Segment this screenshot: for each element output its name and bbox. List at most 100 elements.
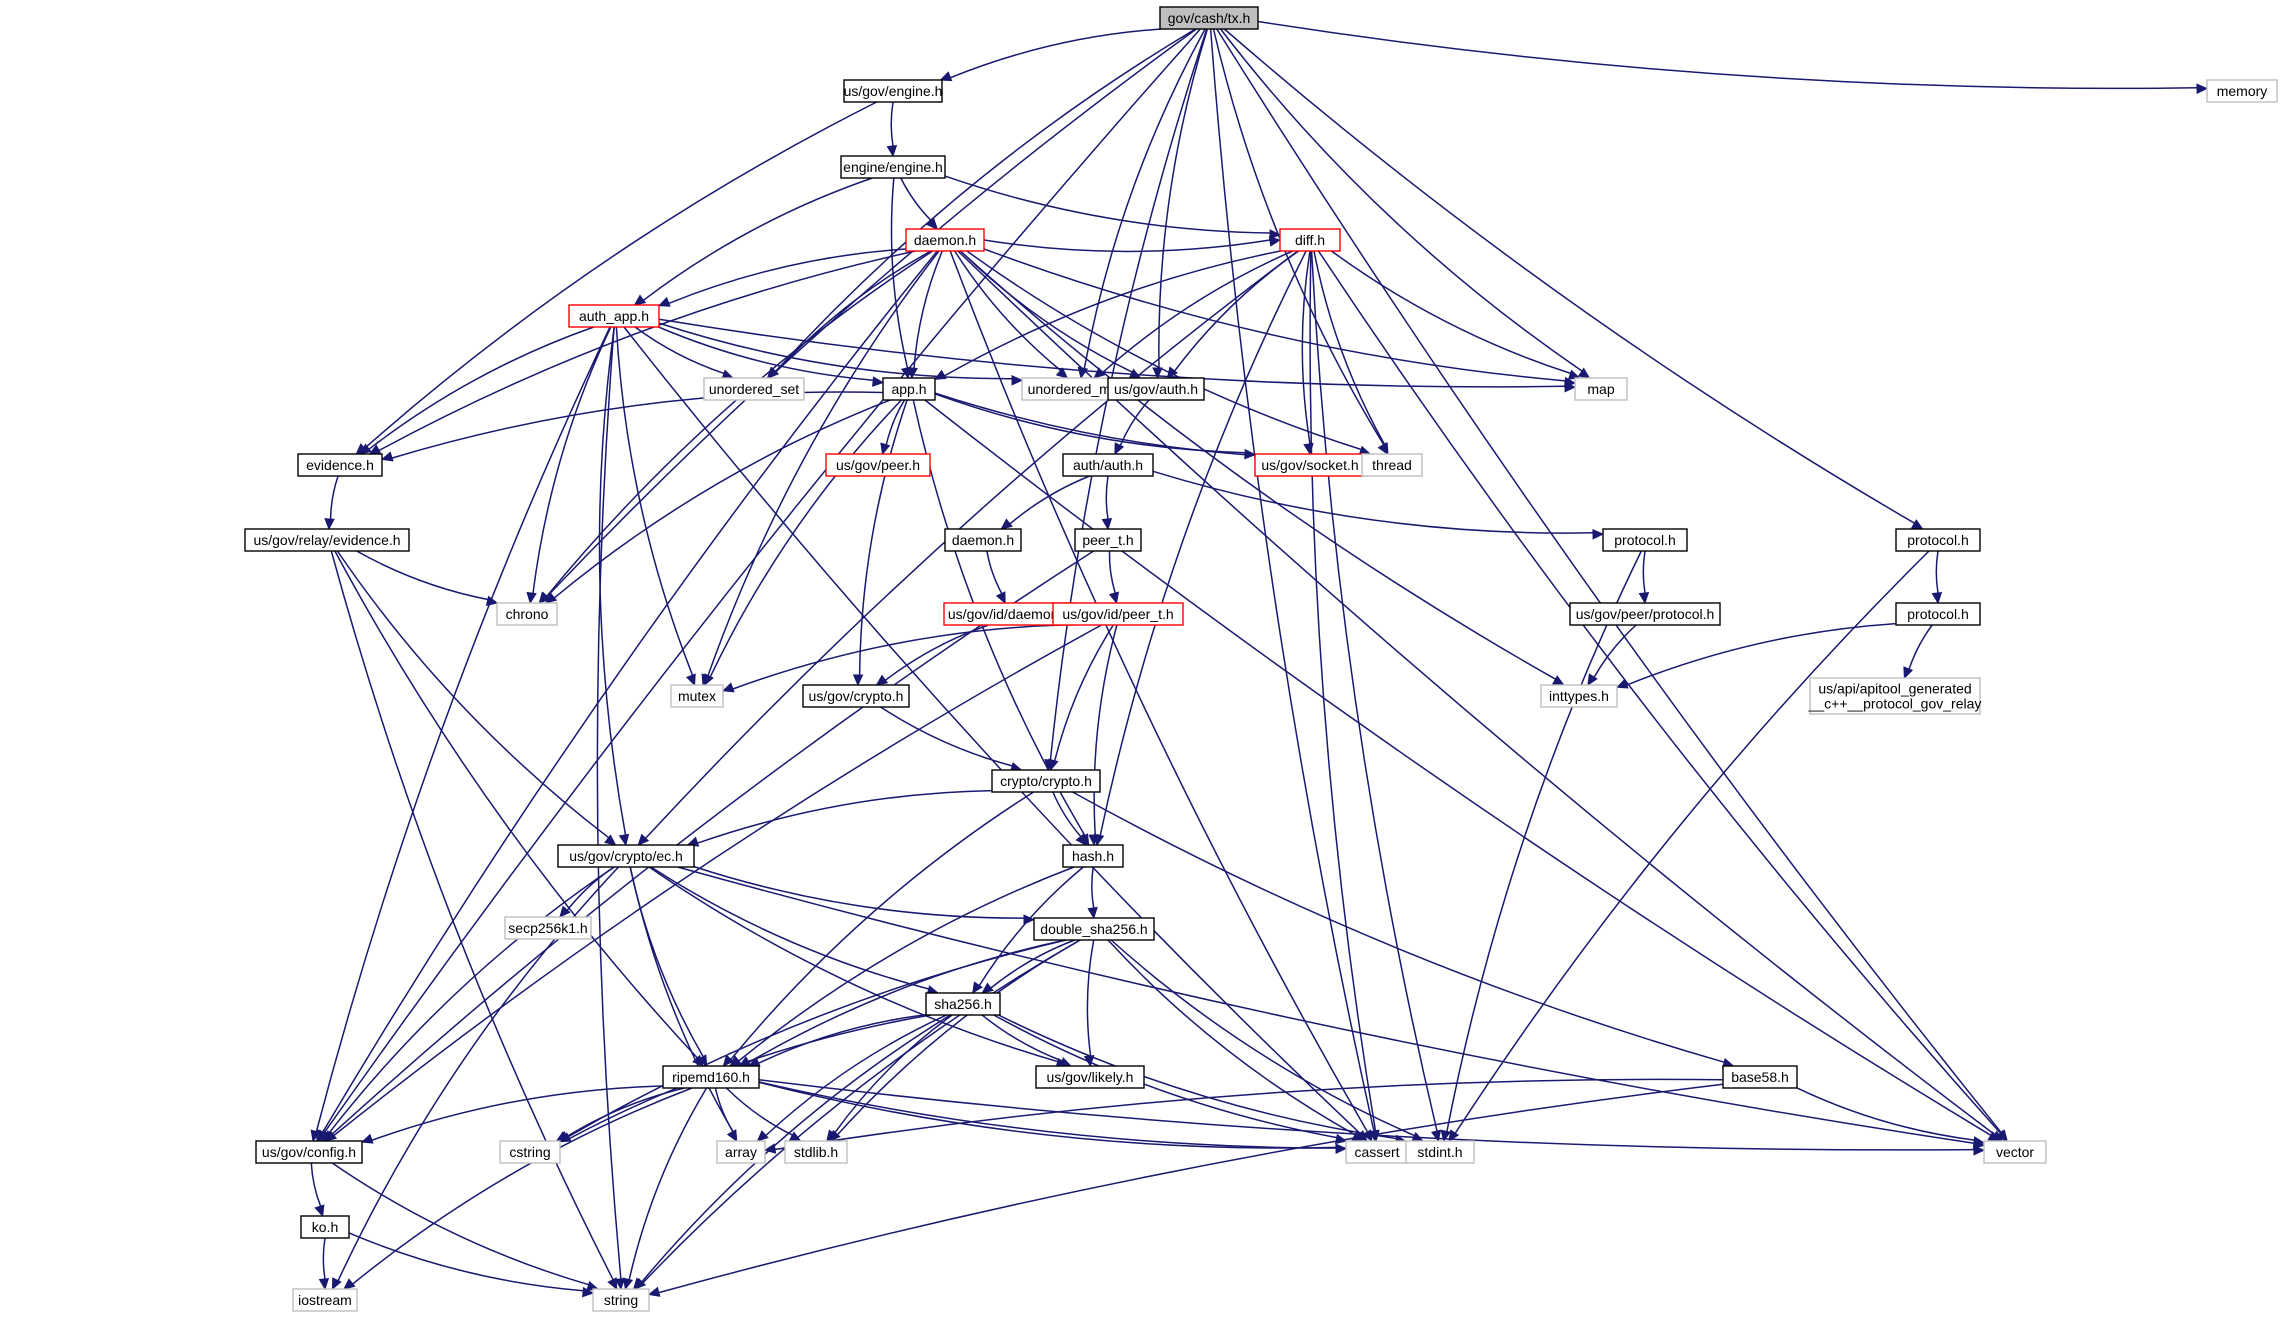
node-vector[interactable]: vector [1983,1140,2047,1164]
edge-protocol3-to-apitool [1908,624,1933,670]
node-ko[interactable]: ko.h [300,1215,350,1239]
edge-engine1-to-engine2 [890,101,894,147]
node-engine2[interactable]: engine/engine.h [840,155,946,179]
node-uset[interactable]: unordered_set [703,377,805,401]
node-box [292,1288,358,1312]
node-array[interactable]: array [716,1140,766,1164]
edge-tx-to-config [323,28,1201,1134]
node-diff[interactable]: diff.h [1279,228,1341,252]
node-peert[interactable]: peer_t.h [1074,528,1142,552]
edge-daemon-to-uset [775,250,932,373]
node-box [504,916,592,940]
arrowhead-ripemd-to-array [726,1129,738,1143]
arrowhead-dsha-to-likely [1083,1055,1095,1068]
node-peer[interactable]: us/gov/peer.h [825,453,931,477]
node-engine1[interactable]: us/gov/engine.h [843,79,943,103]
edge-iddaemon-to-govcrypto [884,624,989,681]
arrowhead-tx-to-protocol2 [1910,519,1924,530]
edge-authapp-to-config [315,326,611,1132]
node-box [1602,528,1688,552]
node-map[interactable]: map [1574,377,1628,401]
node-umap[interactable]: unordered_map [1021,377,1133,401]
node-stdlib[interactable]: stdlib.h [784,1140,848,1164]
node-iostream[interactable]: iostream [292,1288,358,1312]
node-box [496,602,558,626]
edge-idpeert-to-cryptocrypto [1053,624,1114,761]
node-protocol3[interactable]: protocol.h [1895,602,1981,626]
edge-ec-to-dsha [693,865,1025,919]
node-string[interactable]: string [592,1288,650,1312]
edge-daemon-to-mutex [707,250,940,677]
edge-dsha-to-string [642,939,1081,1284]
node-likely[interactable]: us/gov/likely.h [1035,1065,1145,1089]
node-memory[interactable]: memory [2206,79,2278,103]
node-chrono[interactable]: chrono [496,602,558,626]
node-stdint[interactable]: stdint.h [1405,1140,1475,1164]
node-apitool[interactable]: us/api/apitool_generated__c++__protocol_… [1808,677,1982,715]
node-config[interactable]: us/gov/config.h [255,1140,363,1164]
node-protocol2[interactable]: protocol.h [1895,528,1981,552]
arrowhead-diff-to-stdint [1430,1129,1442,1143]
node-sha[interactable]: sha256.h [925,992,1001,1016]
node-ripemd[interactable]: ripemd160.h [662,1065,760,1089]
node-protocol1[interactable]: protocol.h [1602,528,1688,552]
node-dsha[interactable]: double_sha256.h [1033,917,1155,941]
edge-ko-to-iostream [322,1237,326,1280]
node-app[interactable]: app.h [882,377,936,401]
edge-diff-to-umap [1102,250,1294,374]
arrowhead-sha-to-likely [1059,1057,1073,1067]
edge-relayev-to-string [330,550,614,1281]
node-hash[interactable]: hash.h [1062,844,1124,868]
arrowhead-ripemd-to-config [360,1133,374,1144]
node-ec[interactable]: us/gov/crypto/ec.h [557,844,695,868]
node-label: us/gov/auth.h [1114,381,1198,397]
arrowhead-tx-to-umap [1077,366,1089,380]
edge-diff-to-hash [1099,250,1307,836]
node-label: protocol.h [1907,606,1968,622]
arrowhead-authapp-to-config [310,1129,321,1143]
edge-protocol1-to-stdint [1446,550,1642,1132]
node-secp[interactable]: secp256k1.h [504,916,592,940]
node-cstring[interactable]: cstring [499,1140,561,1164]
edge-sha-to-likely [981,1014,1063,1062]
node-mutex[interactable]: mutex [670,684,724,708]
node-box [499,1140,561,1164]
edge-protocol1-to-peerproto [1642,550,1646,594]
edge-tx-to-cassert [1209,28,1375,1132]
node-iddaemon[interactable]: us/gov/id/daemon.h [943,602,1075,626]
edge-config-to-ko [310,1162,322,1207]
arrowhead-authapp-to-app [872,376,885,387]
node-socket[interactable]: us/gov/socket.h [1254,453,1366,477]
node-govauth[interactable]: us/gov/auth.h [1107,377,1205,401]
arrowhead-authapp-to-chrono [526,591,537,605]
node-tx[interactable]: gov/cash/tx.h [1159,6,1259,30]
arrowhead-authapp-to-evidence [359,443,372,455]
edge-tx-to-uset [774,28,1196,373]
node-daemon2[interactable]: daemon.h [944,528,1022,552]
node-label: thread [1372,457,1412,473]
node-relayev[interactable]: us/gov/relay/evidence.h [244,528,410,552]
node-cassert[interactable]: cassert [1345,1140,1409,1164]
node-govcrypto[interactable]: us/gov/crypto.h [802,684,910,708]
node-daemon[interactable]: daemon.h [905,228,985,252]
arrowhead-tx-to-govauth [1152,367,1163,380]
node-base58[interactable]: base58.h [1722,1065,1798,1089]
node-label: hash.h [1072,848,1114,864]
node-evidence[interactable]: evidence.h [297,453,383,477]
node-cryptocrypto[interactable]: crypto/crypto.h [991,769,1101,793]
node-idpeert[interactable]: us/gov/id/peer_t.h [1052,602,1184,626]
node-authapp[interactable]: auth_app.h [568,304,660,328]
node-box [1107,377,1205,401]
arrowhead-hash-to-sha [972,981,983,995]
arrowhead-daemon2-to-iddaemon [995,591,1006,605]
edge-relayev-to-ripemd [334,550,698,1059]
node-peerproto[interactable]: us/gov/peer/protocol.h [1569,602,1721,626]
edge-ec-to-sha [650,866,929,990]
node-box [1361,453,1423,477]
edge-daemon-to-map [983,248,1566,382]
node-thread[interactable]: thread [1361,453,1423,477]
node-authauth[interactable]: auth/auth.h [1062,453,1154,477]
node-inttypes[interactable]: inttypes.h [1540,684,1618,708]
node-label: string [604,1292,638,1308]
